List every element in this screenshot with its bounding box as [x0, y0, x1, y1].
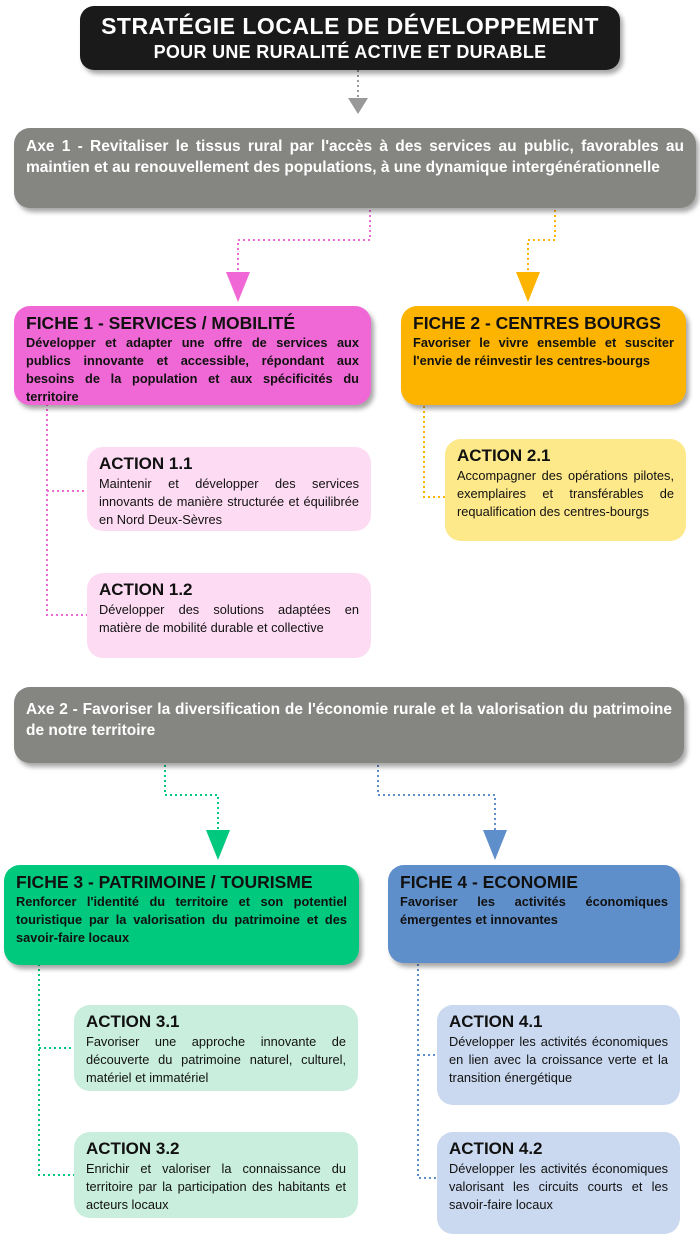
action-3-1-title: ACTION 3.1 — [86, 1012, 180, 1031]
action-4-1-text: Développer les activités économiques en … — [449, 1034, 668, 1085]
action-4-2: ACTION 4.2 Développer les activités écon… — [437, 1132, 680, 1234]
action-4-2-text: Développer les activités économiques val… — [449, 1161, 668, 1212]
connector-fiche3-actions — [38, 964, 74, 1176]
action-1-2-text: Développer des solutions adaptées en mat… — [99, 602, 359, 635]
action-1-2-title: ACTION 1.2 — [99, 580, 193, 599]
connector-fiche1-actions — [46, 404, 87, 616]
axe-2-text: Axe 2 - Favoriser la diversification de … — [26, 701, 672, 739]
action-1-2: ACTION 1.2 Développer des solutions adap… — [87, 573, 371, 658]
arrowhead-fiche4 — [483, 830, 507, 860]
action-1-1-text: Maintenir et développer des services inn… — [99, 476, 359, 527]
fiche-1: FICHE 1 - SERVICES / MOBILITÉ Développer… — [14, 306, 371, 405]
main-title: STRATÉGIE LOCALE DE DÉVELOPPEMENT POUR U… — [80, 6, 620, 70]
action-3-2-title: ACTION 3.2 — [86, 1139, 180, 1158]
arrowhead-axe1 — [348, 98, 368, 114]
fiche-4-title: FICHE 4 - ECONOMIE — [400, 872, 578, 892]
action-3-2: ACTION 3.2 Enrichir et valoriser la conn… — [74, 1132, 358, 1218]
fiche-4: FICHE 4 - ECONOMIE Favoriser les activit… — [388, 865, 680, 963]
action-3-2-text: Enrichir et valoriser la connaissance du… — [86, 1161, 346, 1212]
fiche-2: FICHE 2 - CENTRES BOURGS Favoriser le vi… — [401, 306, 686, 405]
action-2-1-text: Accompagner des opérations pilotes, exem… — [457, 468, 674, 519]
connector-axe1-fiche2 — [527, 210, 556, 282]
fiche-1-title: FICHE 1 - SERVICES / MOBILITÉ — [26, 313, 296, 333]
action-2-1: ACTION 2.1 Accompagner des opérations pi… — [445, 439, 686, 541]
action-4-1: ACTION 4.1 Développer les activités écon… — [437, 1005, 680, 1105]
action-1-1-title: ACTION 1.1 — [99, 454, 193, 473]
action-4-2-title: ACTION 4.2 — [449, 1139, 543, 1158]
fiche-1-text: Développer et adapter une offre de servi… — [26, 335, 359, 404]
connector-fiche4-actions — [417, 964, 439, 1179]
action-4-1-title: ACTION 4.1 — [449, 1012, 543, 1031]
fiche-3-text: Renforcer l'identité du territoire et so… — [16, 894, 347, 945]
arrowhead-fiche1 — [226, 272, 250, 302]
main-title-line2: POUR UNE RURALITÉ ACTIVE ET DURABLE — [153, 42, 547, 62]
main-title-line1: STRATÉGIE LOCALE DE DÉVELOPPEMENT — [101, 13, 599, 39]
connector-axe2-fiche3 — [164, 765, 219, 840]
arrowhead-fiche2 — [516, 272, 540, 302]
action-2-1-title: ACTION 2.1 — [457, 446, 551, 465]
axe-1: Axe 1 - Revitaliser le tissus rural par … — [14, 128, 696, 208]
connector-axe2-fiche4 — [377, 765, 496, 840]
fiche-3: FICHE 3 - PATRIMOINE / TOURISME Renforce… — [4, 865, 359, 965]
fiche-2-title: FICHE 2 - CENTRES BOURGS — [413, 313, 661, 333]
action-3-1-text: Favoriser une approche innovante de déco… — [86, 1034, 346, 1085]
action-3-1: ACTION 3.1 Favoriser une approche innova… — [74, 1005, 358, 1091]
action-1-1: ACTION 1.1 Maintenir et développer des s… — [87, 447, 371, 531]
fiche-4-text: Favoriser les activités économiques émer… — [400, 894, 668, 927]
connector-axe1-fiche1 — [237, 210, 371, 282]
fiche-3-title: FICHE 3 - PATRIMOINE / TOURISME — [16, 872, 313, 892]
connector-fiche2-action — [423, 406, 447, 498]
fiche-2-text: Favoriser le vivre ensemble et susciter … — [413, 335, 674, 368]
arrowhead-fiche3 — [206, 830, 230, 860]
axe-2: Axe 2 - Favoriser la diversification de … — [14, 687, 684, 763]
axe-1-text: Axe 1 - Revitaliser le tissus rural par … — [26, 138, 684, 176]
